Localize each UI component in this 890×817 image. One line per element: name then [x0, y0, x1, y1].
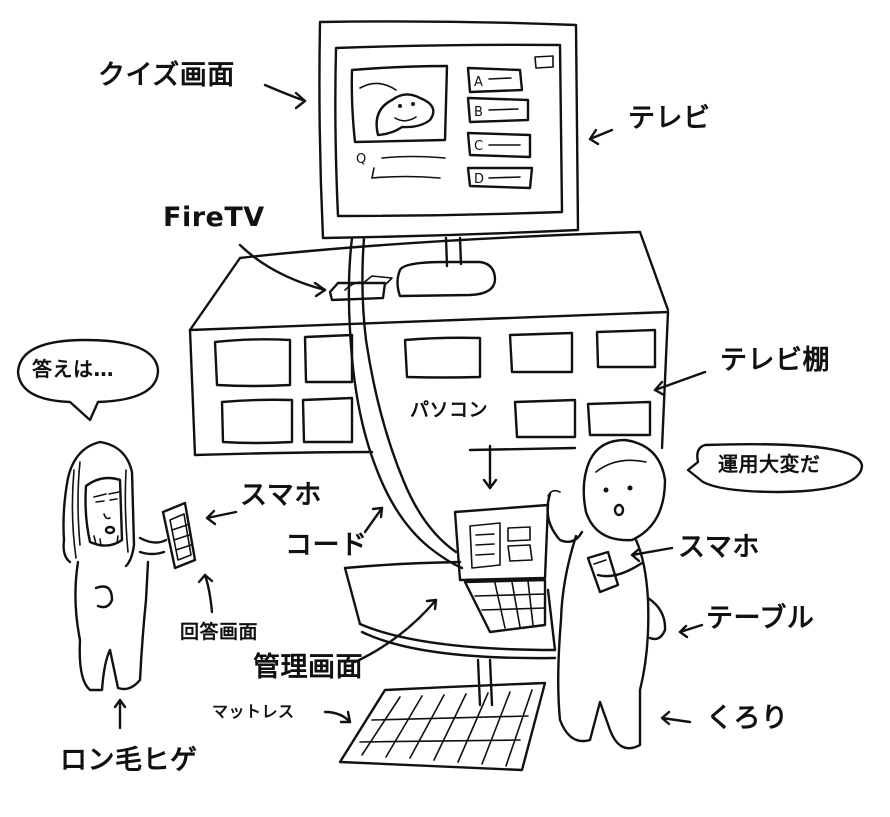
- speech-left-text: 答えは…: [32, 357, 114, 381]
- arrow-tv-shelf: [653, 370, 707, 397]
- tv-indicator: [534, 55, 554, 69]
- answer-box-a: A: [466, 66, 524, 94]
- label-smartphone-right: スマホ: [678, 532, 760, 563]
- arrow-pc: [482, 444, 498, 490]
- arrow-quiz-screen: [263, 83, 307, 110]
- answer-box-b: B: [466, 96, 530, 124]
- label-cord: コード: [285, 530, 368, 561]
- firetv-device: [328, 275, 393, 302]
- label-long-hair-beard: ロン毛ヒゲ: [60, 745, 198, 776]
- table: [343, 560, 557, 707]
- smartphone-left-device: [161, 501, 197, 570]
- label-tv-shelf: テレビ棚: [720, 345, 830, 376]
- speech-right-text: 運用大変だ: [718, 452, 821, 476]
- answer-box-c: C: [466, 131, 532, 159]
- long-hair-head: [62, 440, 136, 568]
- label-answer-screen: 回答画面: [180, 621, 259, 643]
- label-firetv: FireTV: [163, 202, 265, 233]
- label-quiz-screen: クイズ画面: [98, 60, 235, 91]
- cord: [344, 236, 464, 570]
- label-kurori: くろり: [706, 703, 789, 734]
- svg-text:B: B: [474, 105, 483, 120]
- svg-text:D: D: [474, 172, 484, 187]
- laptop-keyboard: [463, 578, 547, 634]
- tv: Q A B C D: [318, 20, 580, 240]
- arrow-smartphone-right: [630, 546, 674, 563]
- table-leg: [476, 658, 494, 707]
- person-long-hair-beard: [62, 440, 197, 692]
- label-tv: テレビ: [628, 103, 711, 134]
- svg-text:Q: Q: [356, 152, 366, 167]
- quiz-question: Q: [356, 152, 446, 179]
- svg-text:A: A: [474, 75, 483, 90]
- label-table: テーブル: [706, 603, 815, 634]
- arrow-table: [678, 623, 704, 639]
- quiz-picture: [350, 64, 449, 144]
- arrow-mattress: [323, 710, 352, 724]
- label-pc: パソコン: [410, 399, 489, 421]
- tv-shelf: [188, 230, 670, 457]
- speech-bubble-right: [686, 443, 864, 494]
- shelf-compartments: [213, 328, 657, 445]
- laptop: [453, 503, 550, 634]
- kurori-head: [582, 438, 667, 542]
- tv-stand: [396, 236, 497, 298]
- smartphone-right-device: [586, 550, 620, 594]
- person-kurori: [546, 438, 667, 750]
- arrow-smartphone-left: [205, 509, 238, 526]
- label-mattress: マットレス: [212, 702, 295, 721]
- svg-text:C: C: [474, 139, 483, 154]
- label-admin-screen: 管理画面: [253, 652, 363, 683]
- arrow-kurori: [660, 710, 692, 726]
- arrow-answer-screen: [197, 573, 214, 614]
- arrow-cord: [363, 506, 384, 534]
- label-smartphone-left: スマホ: [240, 480, 322, 511]
- mattress: [338, 681, 547, 772]
- arrow-admin-screen: [353, 598, 438, 664]
- speech-bubble-left: [16, 338, 160, 422]
- admin-screen-content: [469, 522, 533, 569]
- arrow-firetv: [238, 243, 327, 298]
- arrow-tv: [588, 128, 614, 146]
- answer-box-d: D: [466, 166, 534, 190]
- arrow-long-hair-beard: [113, 698, 127, 730]
